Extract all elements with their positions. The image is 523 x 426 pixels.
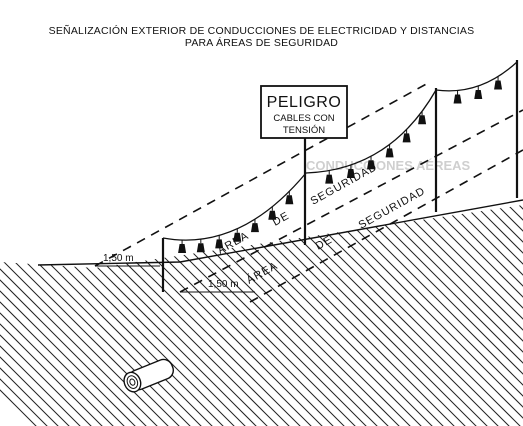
insulator	[402, 133, 411, 143]
hatch-line	[404, 205, 523, 426]
danger-sign: PELIGRO CABLES CON TENSIÓN	[260, 85, 348, 139]
ground-hatching	[0, 205, 523, 426]
lower-dashed-boundary	[249, 149, 523, 303]
hatch-line	[294, 205, 523, 426]
cable-span-3	[435, 61, 518, 92]
hatch-line	[0, 205, 217, 426]
hatch-line	[0, 205, 107, 426]
distance-label-left: 1,50 m	[103, 253, 134, 264]
hatch-line	[415, 205, 523, 426]
upper-seguridad-label: SEGURIDAD	[309, 161, 380, 208]
hatch-line	[0, 205, 63, 426]
insulator	[233, 232, 242, 242]
poles	[161, 60, 519, 292]
safety-area-boundaries	[94, 81, 523, 303]
hatch-line	[0, 205, 96, 426]
background-heading: CONDUCCIONES AÉREAS	[306, 158, 471, 173]
hatch-line	[0, 205, 184, 426]
hatch-line	[327, 205, 523, 426]
hatch-line	[0, 205, 140, 426]
hatch-line	[448, 205, 523, 426]
hatch-line	[0, 205, 74, 426]
hatch-line	[316, 205, 523, 426]
hatch-line	[0, 205, 162, 426]
insulator	[453, 94, 462, 104]
hatch-line	[0, 205, 52, 426]
hatch-line	[0, 205, 151, 426]
danger-sign-board	[260, 85, 348, 139]
hatch-line	[459, 205, 523, 426]
insulator	[346, 169, 355, 178]
cable-span-1	[162, 172, 307, 241]
danger-sign-line-2: TENSIÓN	[283, 125, 325, 136]
cable-span-2	[305, 89, 437, 174]
hatch-line	[349, 205, 523, 426]
hatch-line	[492, 205, 523, 426]
hatch-line	[470, 205, 523, 426]
insulator	[474, 90, 483, 99]
insulator	[196, 243, 205, 253]
hatch-line	[514, 205, 523, 426]
hatch-line	[0, 205, 129, 426]
hatch-line	[0, 205, 85, 426]
insulator	[385, 148, 394, 158]
hatch-line	[360, 205, 523, 426]
insulator	[367, 160, 376, 170]
hatch-line	[0, 205, 118, 426]
hatch-line	[0, 205, 206, 426]
lower-area-label: ÁREA	[244, 259, 280, 287]
hatch-line	[371, 205, 523, 426]
insulator	[418, 115, 427, 125]
ground-surface-line	[37, 199, 523, 266]
hatch-line	[426, 205, 523, 426]
hatch-line	[382, 205, 523, 426]
middle-dashed-boundary	[179, 109, 523, 293]
danger-sign-heading: PELIGRO	[267, 94, 342, 111]
diagram-title-line-2: PARA ÁREAS DE SEGURIDAD	[184, 37, 339, 49]
distance-markers	[95, 265, 255, 293]
hatch-line	[0, 205, 195, 426]
hatch-line	[437, 205, 523, 426]
insulator	[268, 210, 277, 220]
distance-label-right: 1,50 m	[208, 279, 239, 290]
cable-insulators	[178, 76, 503, 254]
hatch-line	[481, 205, 523, 426]
insulator	[178, 244, 187, 254]
insulator	[250, 223, 259, 233]
diagram-title-line-1: SEÑALIZACIÓN EXTERIOR DE CONDUCCIONES DE…	[48, 25, 475, 37]
underground-cable-conduit	[123, 358, 174, 393]
danger-sign-line-1: CABLES CON	[273, 113, 334, 124]
insulator	[215, 239, 224, 249]
hatch-line	[0, 205, 173, 426]
hatch-line	[0, 205, 239, 426]
insulator	[494, 80, 503, 90]
insulator	[325, 174, 334, 184]
hatch-line	[393, 205, 523, 426]
insulator	[285, 195, 294, 205]
